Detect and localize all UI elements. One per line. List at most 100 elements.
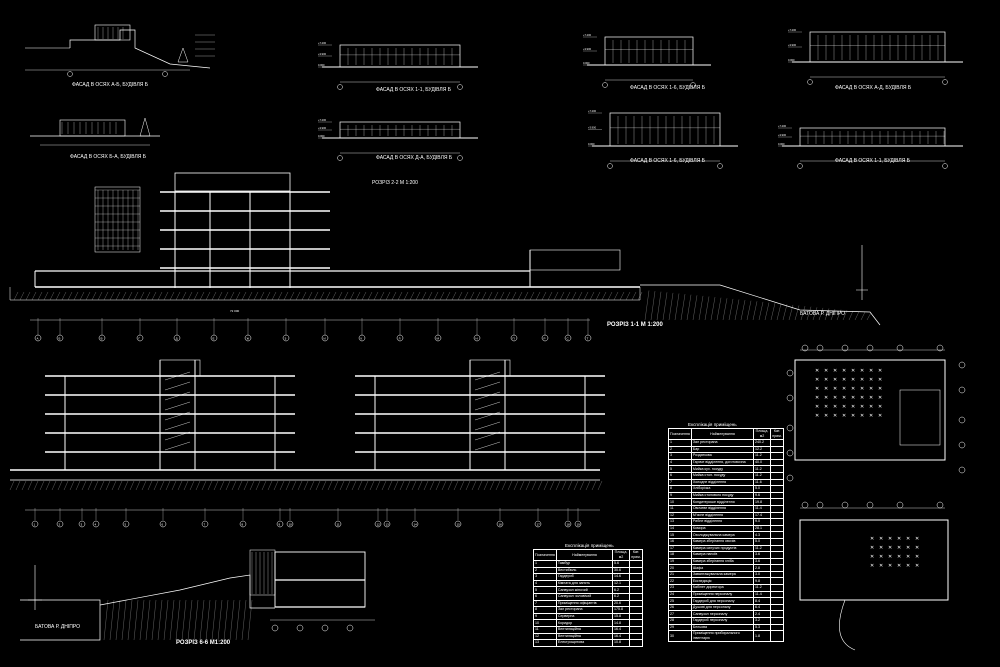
hatch	[343, 291, 349, 301]
table-symbol: ✕	[878, 377, 882, 383]
hatch	[704, 296, 710, 321]
table-symbol: ✕	[870, 554, 874, 560]
hatch	[37, 291, 43, 301]
cell-area: 16.4	[612, 625, 630, 634]
table-symbol: ✕	[869, 395, 873, 401]
axis-marker	[159, 520, 167, 528]
hatch	[97, 291, 103, 301]
table-symbol: ✕	[860, 368, 864, 374]
axis-marker	[396, 334, 404, 342]
axis-marker	[574, 520, 582, 528]
hatch	[501, 480, 507, 491]
hatch	[519, 480, 525, 491]
cell-category	[770, 491, 784, 500]
hatch	[193, 599, 199, 641]
cell-name: Кондитерське відділення	[690, 498, 755, 506]
axis-marker	[958, 441, 966, 449]
cell-category	[629, 619, 643, 627]
hatch	[457, 291, 463, 301]
cell-name: Приміщення прибирального інвентарю	[690, 630, 755, 643]
table-symbol: ✕	[878, 395, 882, 401]
hatch	[417, 480, 423, 491]
table-symbol: ✕	[851, 404, 855, 410]
axis-label: 19	[577, 523, 581, 527]
hatch	[217, 599, 223, 641]
hatch	[13, 291, 19, 301]
hatch	[716, 297, 722, 321]
level-text: +3.900	[778, 133, 787, 137]
table-symbol: ✕	[824, 377, 828, 383]
hatch	[481, 291, 487, 301]
axis-label: Д	[176, 337, 178, 341]
hatch	[259, 291, 265, 301]
header-area: Площа, м2	[753, 428, 771, 440]
hatch	[43, 291, 49, 301]
table-symbol: ✕	[842, 368, 846, 374]
cell-area: 9.0	[753, 518, 771, 526]
hatch	[423, 480, 429, 491]
hatch	[117, 480, 123, 491]
stair-flight	[164, 391, 191, 401]
facade-building	[59, 119, 126, 137]
hatch	[225, 480, 231, 491]
cell-category	[629, 639, 643, 647]
hatch	[746, 300, 752, 321]
table-symbol: ✕	[888, 563, 892, 569]
axis-marker	[122, 520, 130, 528]
axis-marker	[896, 501, 904, 509]
cell-area: 11.2	[753, 471, 771, 480]
hatch	[585, 480, 591, 491]
hatch	[537, 480, 543, 491]
table-symbol: ✕	[815, 413, 819, 419]
hatch	[121, 599, 127, 641]
axis-marker	[286, 520, 294, 528]
axis-marker	[78, 520, 86, 528]
axis-marker	[92, 520, 100, 528]
hatch	[800, 306, 806, 321]
axis-marker	[239, 520, 247, 528]
axis-marker	[296, 624, 304, 632]
pavilion	[529, 249, 621, 271]
axis-marker	[841, 501, 849, 509]
hatch	[57, 480, 63, 491]
hatch	[331, 291, 337, 301]
axis-label: К	[361, 337, 363, 341]
stair-flight	[474, 401, 501, 411]
hatch	[319, 291, 325, 301]
cell-name: Гардероб для персоналу	[690, 597, 755, 605]
cell-name: Приміщення персоналу	[690, 590, 755, 599]
hatch	[427, 291, 433, 301]
stair-flight	[164, 401, 191, 411]
axis-marker	[841, 344, 849, 352]
facade-title-5: ФАСАД В ОСЯХ 1-6, БУДІВЛЯ Б	[630, 85, 705, 91]
axis-marker	[717, 163, 723, 169]
hatch	[830, 309, 836, 321]
level-text: +3.900	[588, 126, 597, 130]
table-symbol: ✕	[842, 413, 846, 419]
table-symbol: ✕	[878, 404, 882, 410]
hatch	[573, 480, 579, 491]
hatch	[127, 599, 133, 641]
cell-category	[629, 586, 643, 594]
cell-area: 40.0	[753, 458, 771, 467]
cell-area: 28.1	[753, 524, 771, 533]
section-2-title: РОЗРІЗ 2-2 М 1:200	[372, 180, 418, 186]
axis-marker	[56, 334, 64, 342]
table-symbol: ✕	[815, 377, 819, 383]
table-symbol: ✕	[897, 563, 901, 569]
cell-area: 3.6	[753, 551, 771, 559]
river-label-right: БАТОВА Р. ДНІПРО	[800, 311, 845, 317]
axis-marker	[564, 334, 572, 342]
table-symbol: ✕	[824, 368, 828, 374]
cell-category	[770, 577, 784, 586]
hatch	[69, 480, 75, 491]
hatch	[525, 480, 531, 491]
hatch	[327, 480, 333, 491]
stair-flight	[474, 391, 501, 401]
hatch	[866, 312, 872, 321]
